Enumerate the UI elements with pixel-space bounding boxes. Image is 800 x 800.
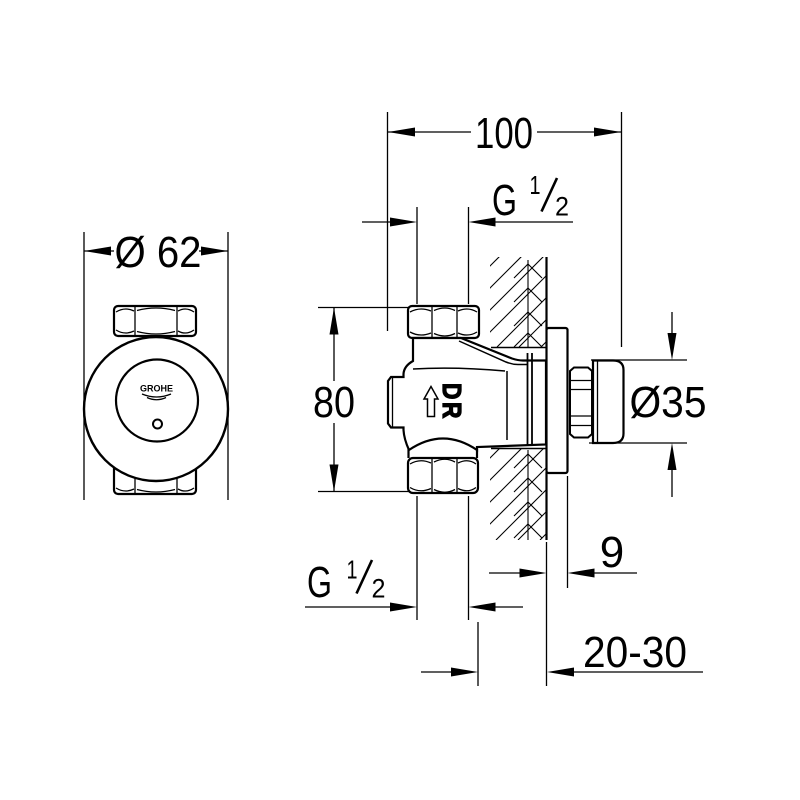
wall-hatching-upper bbox=[490, 257, 547, 347]
push-button-knob bbox=[591, 359, 625, 445]
dimension-bottom-thread: G 1 2 bbox=[305, 496, 523, 620]
arrowhead bbox=[329, 464, 339, 492]
body-marking-text: DR bbox=[437, 383, 467, 421]
dimension-wall-distance-range: 20-30 bbox=[421, 622, 703, 686]
body-shoulder-edge bbox=[412, 367, 506, 372]
brand-logo-laurel-icon bbox=[146, 396, 167, 401]
arrowhead bbox=[201, 246, 228, 256]
thread-letter: G bbox=[492, 176, 517, 225]
arrowhead bbox=[567, 568, 595, 578]
faceplate-front-view: GROHE bbox=[82, 304, 230, 496]
arrowhead bbox=[594, 127, 621, 137]
dimension-faceplate-diameter: Ø 62 bbox=[83, 228, 229, 500]
arrowhead bbox=[329, 307, 339, 335]
thread-numerator: 1 bbox=[347, 555, 358, 585]
arrowhead bbox=[390, 602, 417, 612]
arrowhead bbox=[84, 246, 111, 256]
arrowhead bbox=[390, 217, 417, 227]
dimension-button-diameter: Ø35 bbox=[589, 312, 707, 497]
valve-body: DR bbox=[386, 304, 548, 495]
wall-section bbox=[490, 257, 548, 540]
dimension-label: 9 bbox=[600, 528, 624, 577]
top-union-nut bbox=[406, 304, 481, 340]
dimension-label: Ø35 bbox=[630, 378, 707, 427]
arrowhead bbox=[468, 602, 496, 612]
dimension-label: 20-30 bbox=[583, 628, 687, 677]
brand-logo-laurel-icon bbox=[141, 393, 172, 398]
arrowhead bbox=[468, 217, 496, 227]
arrowhead bbox=[547, 667, 574, 677]
arrowhead bbox=[519, 568, 547, 578]
faceplate-inner-dome bbox=[114, 358, 200, 443]
arrowhead bbox=[388, 127, 415, 137]
thread-numerator: 1 bbox=[530, 170, 541, 200]
escutcheon-plate bbox=[545, 326, 569, 475]
dimension-body-height: 80 bbox=[313, 306, 409, 493]
fraction-slash bbox=[540, 177, 559, 213]
arrowhead bbox=[667, 333, 677, 360]
adapter-nut bbox=[569, 366, 593, 439]
dimension-label: Ø 62 bbox=[115, 228, 202, 277]
dimension-label: 100 bbox=[475, 109, 533, 158]
flow-direction-arrow-icon bbox=[422, 384, 440, 418]
bottom-union-nut bbox=[406, 456, 480, 495]
arrowhead bbox=[451, 667, 478, 677]
dimension-label: 80 bbox=[313, 378, 355, 427]
fraction-slash bbox=[355, 559, 374, 595]
dimension-escutcheon-offset: 9 bbox=[489, 476, 637, 686]
faceplate-screw-hole bbox=[152, 418, 163, 430]
thread-denominator: 2 bbox=[372, 574, 386, 604]
thread-letter: G bbox=[307, 558, 332, 607]
wall-hatching-lower bbox=[490, 448, 547, 540]
dimension-top-thread: G 1 2 bbox=[362, 170, 573, 304]
brand-logo-text: GROHE bbox=[140, 384, 173, 395]
faceplate-top-nut bbox=[112, 304, 198, 338]
spout-inner-edge bbox=[458, 340, 527, 366]
thread-denominator: 2 bbox=[555, 192, 569, 222]
arrowhead bbox=[667, 443, 677, 470]
